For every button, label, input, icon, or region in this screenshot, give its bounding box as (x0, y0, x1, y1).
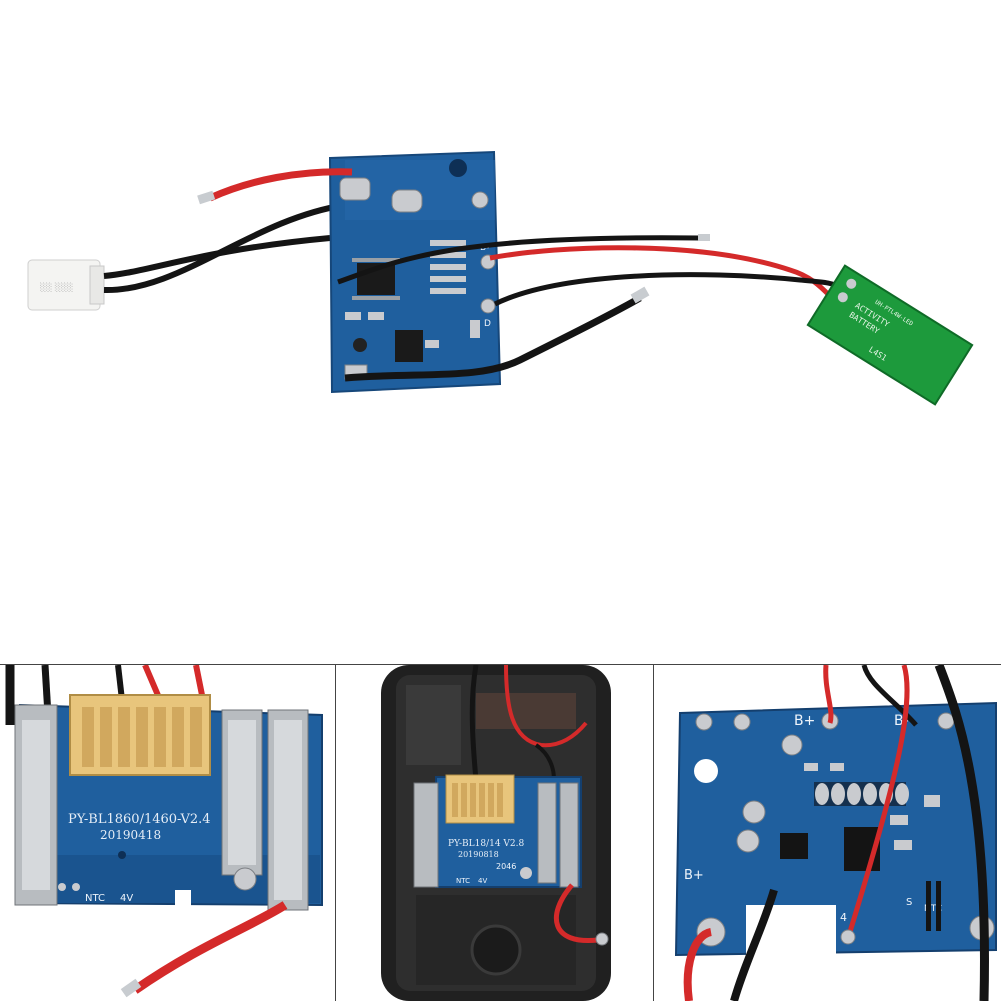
metal-terminals-left (14, 704, 58, 906)
top-product-photo: ░░ ░░░ (27, 150, 974, 406)
bottom-left-photo: PY-BL1860/1460-V2.4 20190418 NTC 4V (0, 665, 335, 1001)
white-balance-connector: ░░ ░░░ (27, 259, 105, 311)
board-date-label: 20190818 (458, 850, 499, 859)
yellow-terminal-connector (69, 694, 211, 776)
panel-divider-top (0, 664, 1001, 665)
metal-terminals-right (221, 709, 309, 911)
ntc-label: NTC (85, 893, 105, 904)
panel-divider-left (335, 664, 336, 1001)
ntc-label: NTC (456, 877, 470, 885)
board-code-label: 2046 (496, 862, 516, 871)
svg-text:░░ ░░░: ░░ ░░░ (40, 282, 73, 292)
bottom-right-photo: B+ B- B+ 4 S NTC (654, 665, 1001, 1001)
board-model-label: PY-BL18/14 V2.8 (448, 839, 525, 849)
pad-s-label: S (906, 897, 912, 908)
bms-pcb-in-case: PY-BL18/14 V2.8 20190818 2046 NTC 4V (413, 774, 582, 888)
board-model-label: PY-BL1860/1460-V2.4 (68, 812, 211, 827)
pad-d-label: D (484, 319, 491, 329)
led-indicator-board: UH-PTL4W-LED ACTIVITY BATTERY L4S1 (806, 264, 974, 406)
pad-four-label: 4 (840, 911, 847, 924)
voltage-label: 4V (120, 893, 133, 904)
pad-b-plus-top-label: B+ (794, 713, 815, 729)
bottom-middle-photo: PY-BL18/14 V2.8 20190818 2046 NTC 4V (336, 665, 653, 1001)
board-date-label: 20190418 (100, 828, 161, 842)
main-bms-pcb: B- D (328, 150, 502, 394)
panel-divider-right (653, 664, 654, 1001)
pad-b-plus-left-label: B+ (684, 868, 704, 883)
ntc-label: NTC (924, 904, 942, 914)
voltage-label: 4V (478, 877, 487, 885)
bms-board-with-wires-illustration: ░░ ░░░ (27, 150, 974, 406)
